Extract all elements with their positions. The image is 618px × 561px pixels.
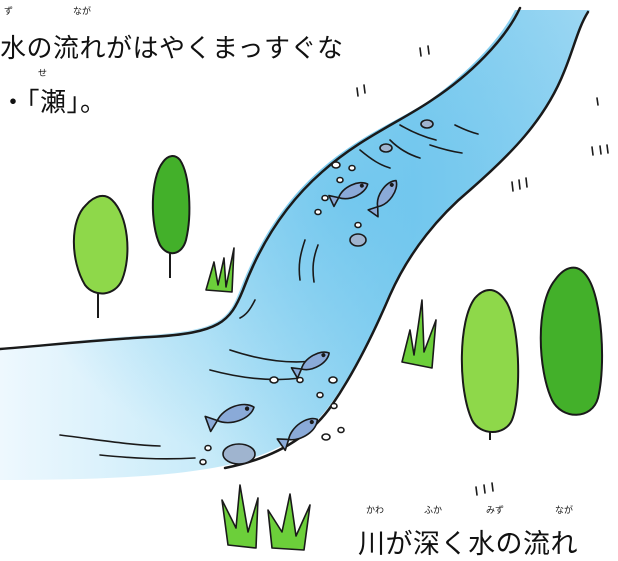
ruby-mizu: ず: [4, 7, 14, 17]
grass: [205, 247, 437, 551]
ruby-naga-bottom: なが: [555, 506, 574, 516]
river: [0, 6, 590, 480]
stones: [199, 119, 434, 466]
grass-icon: [221, 484, 259, 549]
ruby-fuka: ふか: [424, 506, 443, 516]
ruby-mizu-bottom: みず: [486, 506, 505, 516]
fish-group: [204, 179, 398, 452]
fish-icon: [204, 403, 255, 433]
fish-icon: [290, 351, 330, 379]
ground-marks: [356, 45, 609, 496]
tree-icon: [460, 289, 520, 440]
fish-icon: [328, 181, 369, 208]
caption-bottom-line: 川が深く水の流れ: [358, 529, 578, 560]
tree-icon: [539, 266, 604, 416]
caption-line-2: ・「瀬」。: [0, 88, 107, 118]
ruby-se: せ: [38, 69, 48, 79]
grass-icon: [401, 299, 437, 369]
ruby-kawa: かわ: [366, 506, 385, 516]
grass-icon: [267, 493, 311, 551]
caption-line-1: 水の流れがはやくまっすぐな: [0, 34, 344, 64]
ruby-naga: なが: [73, 7, 92, 17]
grass-icon: [205, 247, 235, 293]
trees: [72, 155, 604, 440]
fish-icon: [367, 179, 398, 218]
fish-icon: [276, 417, 319, 452]
tree-icon: [72, 194, 129, 318]
tree-icon: [151, 155, 191, 278]
